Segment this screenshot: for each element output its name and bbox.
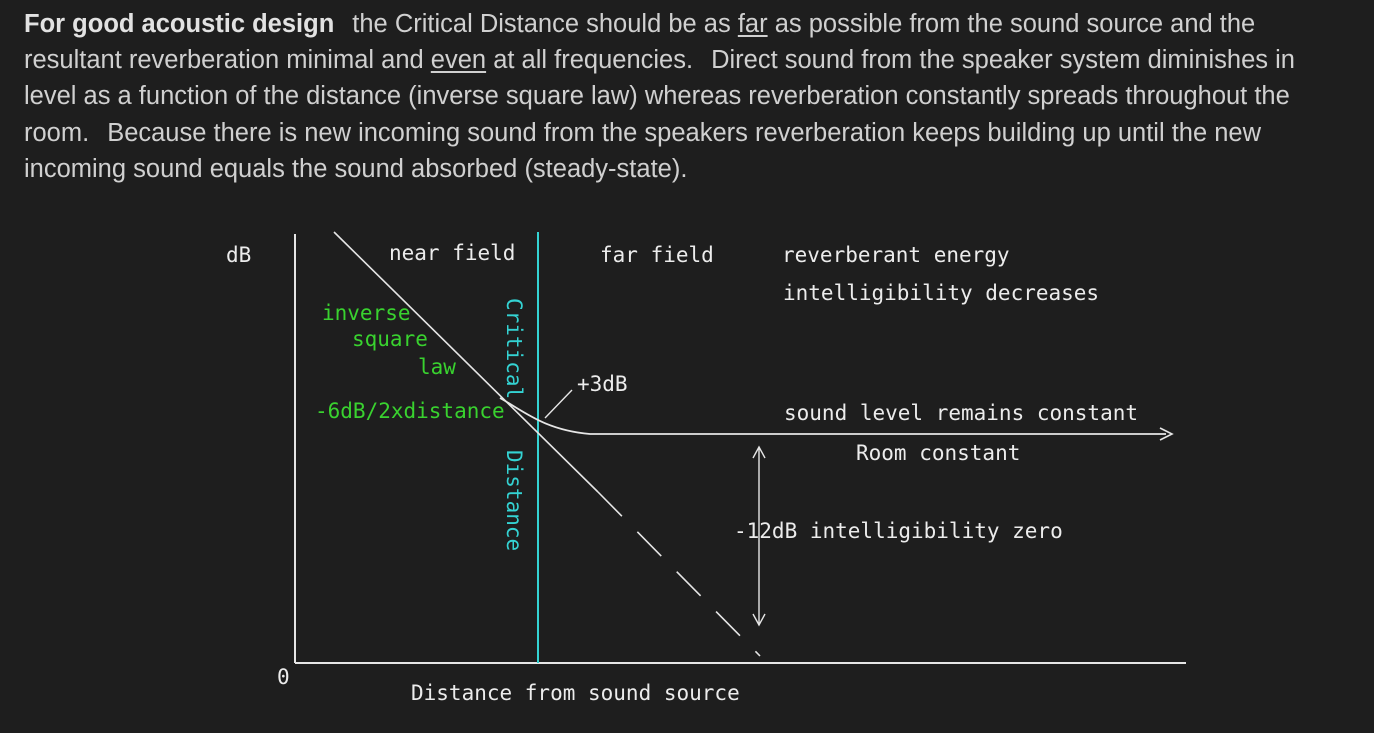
plus3db-label: +3dB [577,372,628,396]
room-constant-arrowhead [1159,427,1174,441]
intelligibility-decreases-label: intelligibility decreases [783,281,1099,305]
emphasis-far: far [737,10,768,38]
y-axis-label: dB [226,243,251,267]
room-constant-label: Room constant [856,441,1020,465]
critical-label: Critical [502,298,526,399]
near-field-label: near field [389,241,515,265]
paragraph-text-1: the Critical Distance should be as [352,10,731,38]
lead-text: For good acoustic design [24,10,335,38]
origin-label: 0 [277,665,290,689]
minus12db-arrow-top [752,445,766,459]
minus12db-label: -12dB intelligibility zero [734,519,1063,543]
minus12db-arrow-bottom [752,613,766,627]
distance-label: Distance [502,450,526,551]
description-paragraph: For good acoustic design the Critical Dis… [24,6,1354,187]
x-axis-label: Distance from sound source [411,681,740,705]
far-field-label: far field [600,243,714,267]
square-label: square [352,327,428,351]
total-level-curve [499,397,1166,435]
paragraph-text-4: Direct sound from the speaker system dim… [24,46,1295,147]
paragraph-text-5: Because there is new incoming sound from… [24,118,1262,183]
inverse-label: inverse [322,301,411,325]
plus3db-pointer [544,389,573,419]
inverse-square-line [333,231,599,493]
sound-level-constant-label: sound level remains constant [784,401,1138,425]
paragraph-text-2: as possible from the sound source and th… [24,10,1256,75]
law-label: law [418,355,456,379]
emphasis-even: even [430,46,487,75]
slope-label: -6dB/2xdistance [315,399,505,423]
reverberant-energy-label: reverberant energy [782,243,1010,267]
paragraph-text-3: at all frequencies. [493,46,694,75]
inverse-square-dashed-line [597,491,761,657]
